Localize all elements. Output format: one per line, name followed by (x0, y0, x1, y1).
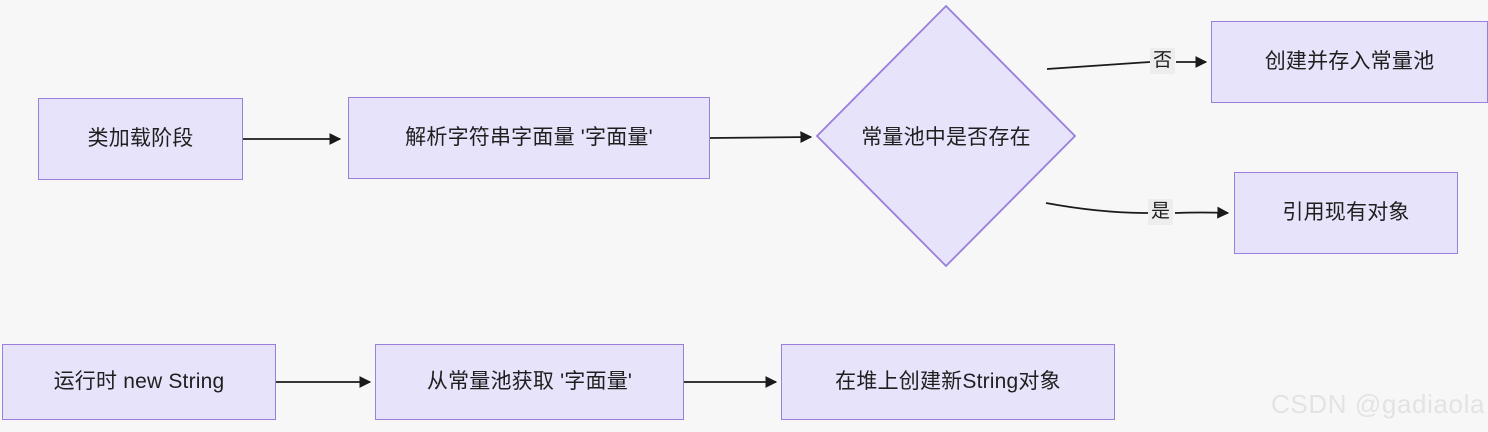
node-fetch-from-pool[interactable]: 从常量池获取 '字面量' (375, 344, 684, 420)
watermark: CSDN @gadiaola (1271, 389, 1486, 419)
edge-pool-check-to-reference-existing-tail (1174, 206, 1230, 219)
edge-label-no: 否 (1150, 48, 1176, 74)
node-parse-literal[interactable]: 解析字符串字面量 '字面量' (348, 97, 710, 179)
node-create-and-store-label: 创建并存入常量池 (1264, 50, 1435, 74)
node-runtime-new-string-label: 运行时 new String (53, 370, 225, 394)
diamond-shape (815, 4, 1077, 268)
node-pool-check[interactable]: 常量池中是否存在 (815, 4, 1077, 268)
node-class-load[interactable]: 类加载阶段 (38, 98, 243, 180)
node-runtime-new-string[interactable]: 运行时 new String (2, 344, 276, 420)
node-create-on-heap[interactable]: 在堆上创建新String对象 (781, 344, 1115, 420)
node-class-load-label: 类加载阶段 (87, 127, 194, 151)
node-reference-existing-label: 引用现有对象 (1282, 201, 1410, 225)
node-fetch-from-pool-label: 从常量池获取 '字面量' (426, 370, 633, 394)
node-reference-existing[interactable]: 引用现有对象 (1234, 172, 1458, 254)
node-create-on-heap-label: 在堆上创建新String对象 (835, 370, 1061, 394)
node-pool-check-label: 常量池中是否存在 (861, 126, 1031, 149)
edge-parse-literal-to-pool-check (709, 131, 813, 144)
node-create-and-store[interactable]: 创建并存入常量池 (1211, 21, 1488, 103)
node-parse-literal-label: 解析字符串字面量 '字面量' (405, 126, 653, 150)
edge-label-yes: 是 (1148, 199, 1174, 225)
